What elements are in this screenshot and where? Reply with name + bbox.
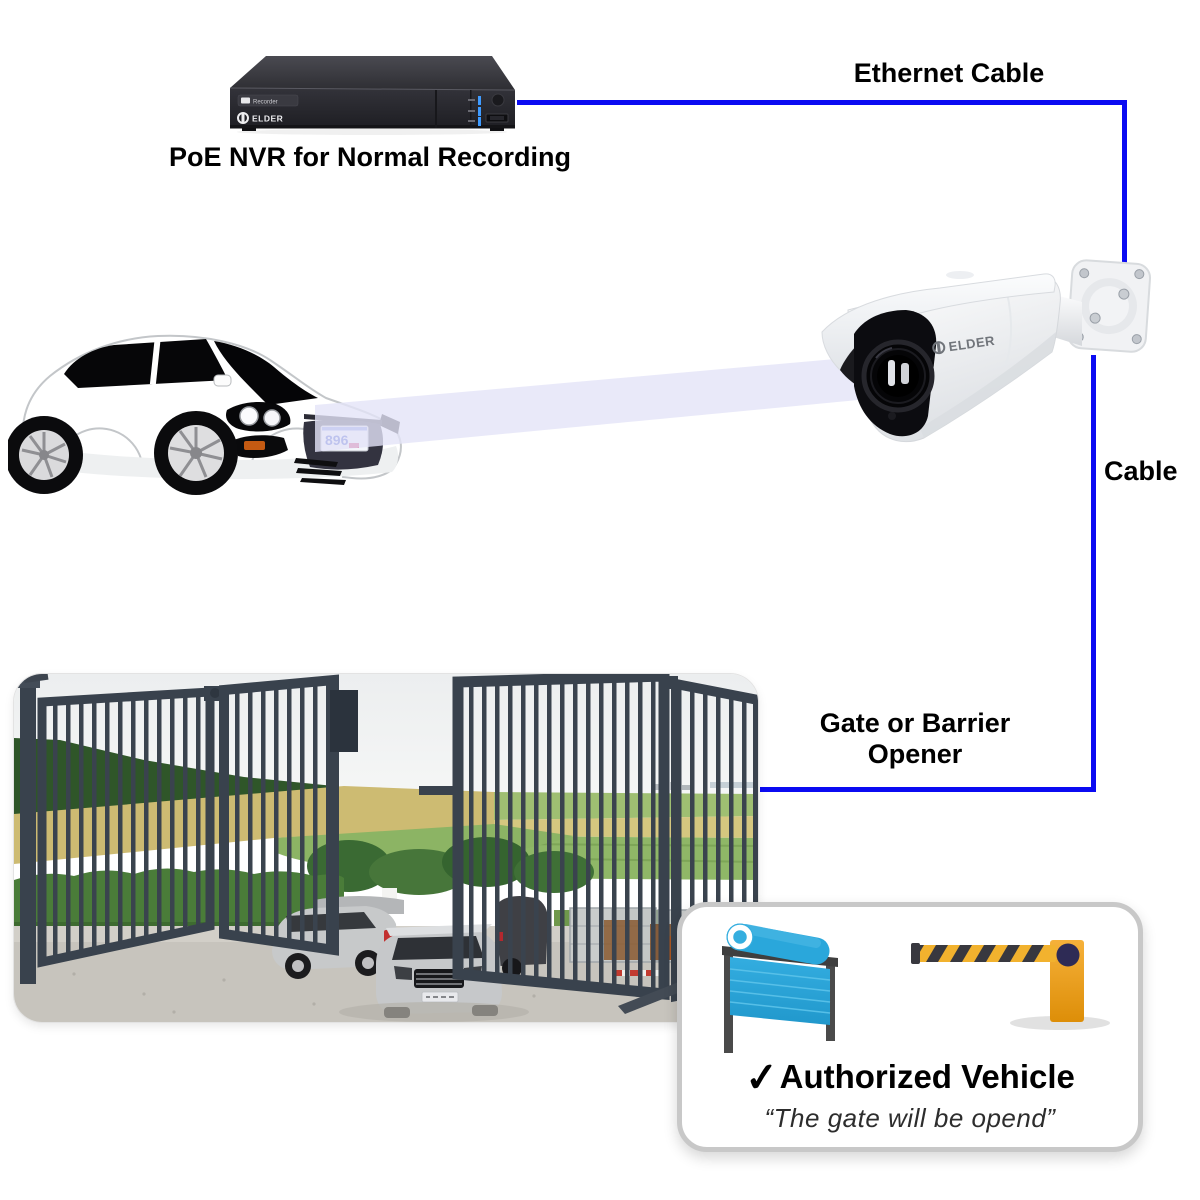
nvr-top-face [230, 56, 515, 90]
gate-panel-right-a [452, 674, 670, 1001]
camera-mount-plate [1066, 259, 1152, 353]
car-mirror [213, 374, 232, 387]
gate-open-quote: “The gate will be opend” [764, 1103, 1056, 1133]
car-rear-wheel [8, 416, 83, 494]
nvr-illustration: Recorder ELDER [229, 56, 516, 135]
nvr-front-face [230, 88, 515, 128]
gate-panel-left-a [37, 687, 215, 968]
ethernet-line-horizontal [517, 100, 1127, 105]
car-bumper-vents [294, 458, 346, 485]
car-illustration: 896 [8, 334, 402, 495]
gate-photo [14, 674, 758, 1022]
nvr-caption: PoE NVR for Normal Recording [168, 142, 572, 172]
result-card: ✓Authorized Vehicle “The gate will be op… [677, 902, 1143, 1152]
cable-line-vertical [1091, 355, 1096, 790]
garage-door-icon [722, 923, 838, 1053]
photo-gates [16, 674, 758, 1014]
anpr-beam [315, 357, 858, 452]
nvr-badge [237, 94, 299, 107]
gate-opener-label: Gate or Barrier Opener [819, 708, 1011, 770]
car-fog-lamp [244, 441, 265, 450]
car-front-wheel [154, 411, 238, 495]
4k-chip-icon [241, 97, 250, 104]
nvr-status-leds [468, 96, 481, 126]
elder-logo-icon [237, 112, 249, 124]
ethernet-cable-label: Ethernet Cable [853, 58, 1045, 88]
cable-label: Cable [1104, 456, 1178, 486]
car-side-windows [64, 339, 228, 388]
check-icon: ✓ [743, 1054, 781, 1102]
svg-text:ELDER: ELDER [948, 333, 996, 354]
barrier-gate-icon [911, 940, 1110, 1030]
camera-brand-logo: ELDER [932, 333, 996, 354]
camera-lens [861, 339, 935, 413]
nvr-power-button-icon [491, 93, 505, 107]
nvr-brand-text: ELDER [252, 114, 283, 124]
car-windshield [214, 341, 318, 405]
authorized-vehicle-text: Authorized Vehicle [779, 1058, 1075, 1095]
nvr-shadow [237, 129, 507, 135]
ethernet-line-vertical [1122, 100, 1127, 270]
authorized-vehicle-title: ✓Authorized Vehicle [682, 1055, 1138, 1101]
gate-motor-box [330, 690, 358, 752]
gate-panel-left-b [219, 674, 339, 956]
opener-line-horizontal [760, 787, 1096, 792]
camera-illustration: ELDER [821, 259, 1152, 443]
nvr-badge-text: Recorder [253, 100, 278, 106]
